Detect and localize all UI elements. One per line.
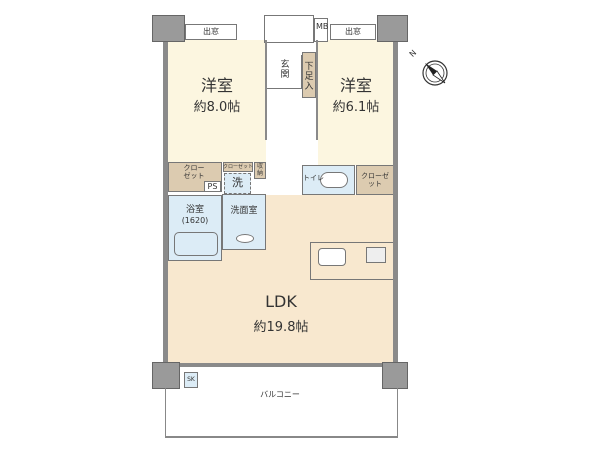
washroom-label: 洗面室 xyxy=(230,206,258,216)
shoe-storage-label: 下足入 xyxy=(304,62,314,92)
wall-hall-right xyxy=(316,40,318,140)
bedroom-right-name: 洋室 xyxy=(339,76,372,95)
storage-label: 収納 xyxy=(256,163,263,177)
mb-box xyxy=(314,18,328,42)
shoe-storage xyxy=(302,52,316,98)
bathroom-label: 浴室 xyxy=(185,205,204,215)
corner-bottom-left xyxy=(152,362,180,389)
bay-window-right-label: 出窓 xyxy=(345,27,361,36)
washer-space xyxy=(224,173,251,194)
closet-left-label: クローゼット xyxy=(183,164,205,180)
storage xyxy=(254,162,266,179)
ps-box xyxy=(204,181,221,192)
closet-right-label: クローゼット xyxy=(361,172,389,188)
compass-north-label: N xyxy=(407,48,419,59)
corner-top-right xyxy=(377,15,408,42)
toilet-icon xyxy=(320,172,348,188)
washer-label: 洗 xyxy=(232,176,243,189)
stove-icon xyxy=(366,247,386,263)
sk-label: SK xyxy=(187,376,195,383)
closet-small xyxy=(223,162,253,172)
wall-right xyxy=(393,20,398,365)
sink-icon xyxy=(236,234,254,243)
entrance-door xyxy=(264,15,314,43)
bedroom-right-size: 約6.1帖 xyxy=(332,100,380,115)
toilet-label: トイレ xyxy=(303,174,324,182)
ldk-size: 約19.8帖 xyxy=(253,320,309,335)
compass-icon xyxy=(422,60,448,86)
closet-small-label: クローゼット xyxy=(223,164,254,170)
corner-bottom-right xyxy=(382,362,408,389)
entrance xyxy=(266,55,302,89)
bath-size-label: (1620) xyxy=(181,216,209,225)
bedroom-left-size: 約8.0帖 xyxy=(193,100,241,115)
wall-hall-left xyxy=(265,40,267,140)
bay-window-left-label: 出窓 xyxy=(203,27,219,36)
bedroom-left-name: 洋室 xyxy=(200,76,233,95)
entrance-label: 玄関 xyxy=(280,60,290,80)
wall-ldk-bottom xyxy=(163,363,398,367)
balcony xyxy=(165,388,398,438)
corner-top-left xyxy=(152,15,185,42)
bay-window-right xyxy=(330,24,376,40)
bedroom-right xyxy=(318,40,394,165)
wall-left xyxy=(163,20,168,365)
sk-box xyxy=(184,372,198,388)
bathtub-icon xyxy=(174,232,218,256)
mb-label: MB xyxy=(316,22,329,31)
balcony-label: バルコニー xyxy=(260,390,300,399)
bedroom-left xyxy=(168,40,266,162)
ldk-name: LDK xyxy=(265,292,297,311)
bay-window-left xyxy=(185,24,237,40)
ps-label: PS xyxy=(207,182,218,191)
kitchen-sink-icon xyxy=(318,248,346,266)
